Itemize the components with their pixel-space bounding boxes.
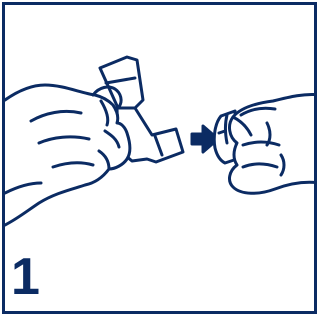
right-hand-holding-cap-icon (230, 94, 317, 193)
instruction-panel: 1 (2, 2, 317, 314)
inhaler-cap-removal-illustration (5, 5, 317, 314)
step-number: 1 (11, 251, 40, 303)
left-hand-holding-inhaler-icon (5, 57, 183, 225)
